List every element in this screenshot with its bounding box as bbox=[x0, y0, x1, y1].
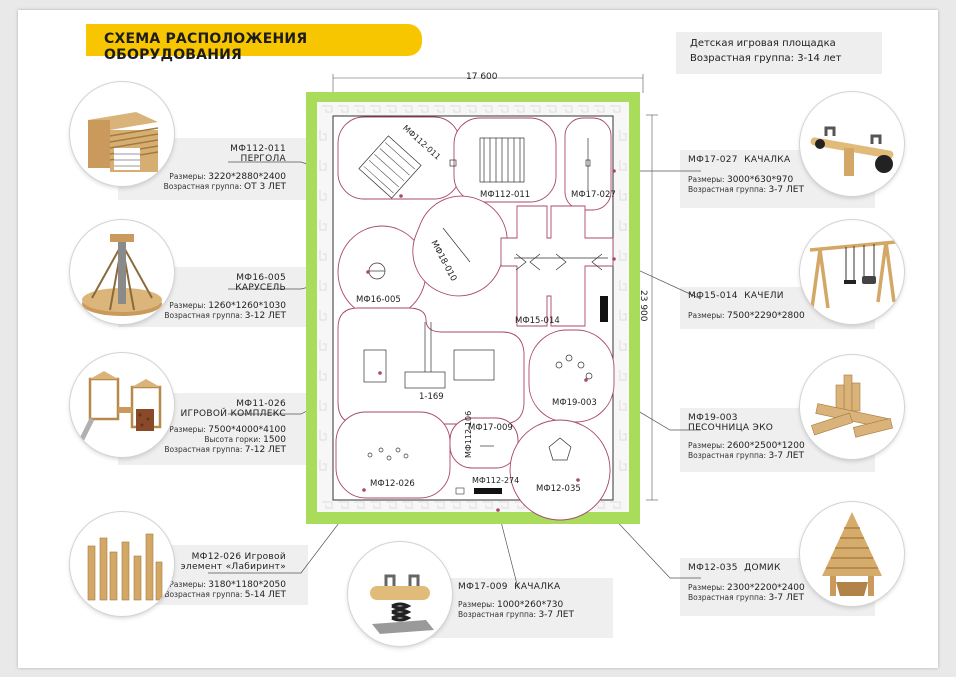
label-pergola: МФ112-011 Пергола Размеры: 3220*2880*240… bbox=[163, 144, 286, 192]
page-title: СХЕМА РАСПОЛОЖЕНИЯ ОБОРУДОВАНИЯ bbox=[104, 31, 308, 63]
play-complex-icon bbox=[77, 371, 162, 445]
plan-label-swings: МФ15-014 bbox=[515, 316, 560, 326]
leader-dots bbox=[362, 169, 616, 512]
plan-label-bin: МФ112-106 bbox=[464, 410, 473, 458]
plan-black-bench2 bbox=[474, 488, 502, 494]
plan-label-seesaw27: МФ17-027 bbox=[571, 190, 616, 200]
subtitle-line1: Детская игровая площадка bbox=[690, 38, 836, 49]
house-photo bbox=[800, 502, 904, 606]
labyrinth-icon bbox=[87, 533, 163, 601]
plan-label-house: МФ12-035 bbox=[536, 484, 581, 494]
site-plan bbox=[208, 74, 702, 589]
plan-label-pergola: МФ112-011 bbox=[480, 190, 531, 200]
labyrinth-photo bbox=[70, 512, 174, 616]
equipment-shapes bbox=[358, 135, 608, 461]
zone-swings bbox=[500, 205, 614, 327]
label-house: МФ12-035 Домик Размеры: 2300*2200*2400 В… bbox=[688, 563, 805, 603]
sandbox-photo bbox=[800, 355, 904, 459]
label-seesaw: МФ17-027 Качалка Размеры: 3000*630*970 В… bbox=[688, 155, 804, 195]
plan-label-complex: 1-169 bbox=[419, 392, 444, 402]
label-carousel: МФ16-005 Карусель Размеры: 1260*1260*103… bbox=[164, 273, 286, 321]
zone-house bbox=[509, 419, 611, 521]
label-rocker: МФ17-009 Качалка Размеры: 1000*260*730 В… bbox=[458, 582, 574, 620]
plan-label-labyrinth: МФ12-026 bbox=[370, 479, 415, 489]
scheme-page: СХЕМА РАСПОЛОЖЕНИЯ ОБОРУДОВАНИЯ Детская … bbox=[18, 10, 938, 668]
label-complex: МФ11-026 Игровой комплекс Размеры: 7500*… bbox=[164, 399, 286, 455]
plan-bin bbox=[455, 487, 465, 495]
seesaw-icon bbox=[810, 126, 894, 176]
seesaw-photo bbox=[800, 92, 904, 196]
swing-icon bbox=[809, 240, 897, 309]
label-swings: МФ15-014 Качели Размеры: 7500*2290*2800 bbox=[688, 291, 805, 321]
plan-label-rocker: МФ17-009 bbox=[468, 423, 513, 433]
plan-label-bench2: МФ112-274 bbox=[472, 476, 520, 485]
label-sandbox: МФ19-003 Песочница Эко Размеры: 2600*250… bbox=[688, 413, 805, 461]
sandbox-icon bbox=[811, 374, 893, 438]
title-band: СХЕМА РАСПОЛОЖЕНИЯ ОБОРУДОВАНИЯ bbox=[86, 24, 422, 63]
height-dimension: 23 900 bbox=[638, 290, 648, 322]
subtitle-box: Детская игровая площадка Возрастная груп… bbox=[676, 32, 882, 74]
carousel-icon bbox=[82, 234, 162, 316]
rocker-photo bbox=[348, 542, 452, 646]
zone-labyrinth bbox=[335, 411, 451, 499]
swings-photo bbox=[800, 220, 904, 324]
spring-rocker-icon bbox=[370, 574, 434, 634]
zone-pergola-diag bbox=[337, 116, 461, 200]
width-dimension: 17 600 bbox=[466, 72, 498, 82]
plan-label-sandbox: МФ19-003 bbox=[552, 398, 597, 408]
house-icon bbox=[822, 512, 882, 596]
carousel-photo bbox=[70, 220, 174, 324]
complex-photo bbox=[70, 353, 174, 457]
pergola-icon bbox=[88, 112, 159, 172]
zone-sandbox bbox=[528, 329, 615, 423]
label-labyrinth: МФ12-026 Игровой элемент «Лабиринт» Разм… bbox=[164, 552, 286, 600]
plan-black-bench bbox=[600, 296, 608, 322]
plan-label-carousel: МФ16-005 bbox=[356, 295, 401, 305]
subtitle-line2: Возрастная группа: 3-14 лет bbox=[690, 53, 842, 64]
dimension-lines bbox=[332, 74, 658, 501]
pergola-photo bbox=[70, 82, 174, 186]
